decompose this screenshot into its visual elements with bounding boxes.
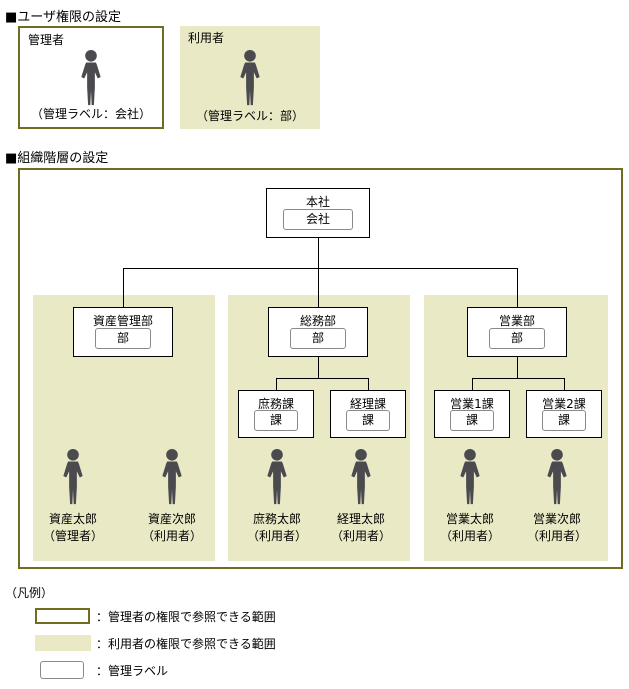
person-role: （利用者） (439, 529, 500, 543)
person-icon (240, 49, 260, 106)
person-icon (267, 448, 287, 505)
person-name: 資産太郎 (48, 512, 97, 526)
connector-line (318, 357, 319, 378)
org-node-keiri-section: 経理課 課 (330, 390, 406, 438)
user-permissions-title: ■ユーザ権限の設定 (5, 10, 122, 25)
connector-line (276, 378, 277, 390)
legend-swatch-cell (35, 661, 96, 679)
person-role: （利用者） (246, 529, 307, 543)
management-label: 部 (290, 328, 346, 349)
management-label: 部 (95, 328, 151, 349)
org-node-name: 営業部 (498, 314, 535, 328)
org-node-shomu-section: 庶務課 課 (238, 390, 314, 438)
org-node-name: 本社 (305, 195, 330, 209)
user-label: 利用者 (188, 31, 225, 45)
connector-line (472, 378, 565, 379)
org-node-head-office: 本社 会社 (266, 188, 370, 238)
connector-line (318, 268, 319, 307)
org-node-name: 営業2課 (542, 397, 586, 411)
management-label: 課 (450, 410, 494, 431)
user-caption: （管理ラベル：部） (195, 109, 304, 123)
legend-label: ：管理ラベル (96, 663, 169, 678)
person-icon (81, 49, 101, 106)
org-node-sales1-section: 営業1課 課 (434, 390, 510, 438)
legend-label: ：管理者の権限で参照できる範囲 (96, 609, 276, 624)
legend-label: ：利用者の権限で参照できる範囲 (96, 636, 276, 651)
management-label-swatch (40, 661, 84, 679)
org-node-sales-dept: 営業部 部 (467, 307, 567, 357)
person-name: 営業太郎 (445, 512, 494, 526)
management-label: 課 (346, 410, 390, 431)
legend-swatch-cell (35, 635, 96, 651)
org-hierarchy-title: ■組織階層の設定 (5, 151, 109, 166)
person-role: （利用者） (526, 529, 587, 543)
management-label: 課 (542, 410, 586, 431)
person-name: 資産次郎 (147, 512, 196, 526)
person-figure-3: 庶務太郎 （利用者） (235, 448, 319, 545)
person-name: 経理太郎 (336, 512, 385, 526)
admin-scope-swatch (35, 608, 90, 624)
legend-item-management-label: ：管理ラベル (35, 660, 168, 680)
admin-permission-box: 管理者 （管理ラベル：会社） (18, 26, 164, 129)
org-node-general-affairs-dept: 総務部 部 (268, 307, 368, 357)
person-figure-2: 資産次郎 （利用者） (130, 448, 214, 545)
person-role: （利用者） (141, 529, 202, 543)
person-name: 庶務太郎 (252, 512, 301, 526)
person-name: 営業次郎 (532, 512, 581, 526)
connector-line (564, 378, 565, 390)
person-icon (162, 448, 182, 505)
management-label: 会社 (283, 209, 353, 230)
connector-line (368, 378, 369, 390)
person-role: （利用者） (330, 529, 391, 543)
org-node-name: 資産管理部 (92, 314, 153, 328)
person-icon (547, 448, 567, 505)
user-scope-swatch (35, 635, 91, 651)
org-node-asset-management-dept: 資産管理部 部 (73, 307, 173, 357)
person-icon (460, 448, 480, 505)
management-label: 課 (254, 410, 298, 431)
org-node-sales2-section: 営業2課 課 (526, 390, 602, 438)
admin-label: 管理者 (28, 33, 65, 47)
person-figure-6: 営業次郎 （利用者） (515, 448, 599, 545)
org-node-name: 総務部 (299, 314, 336, 328)
org-node-name: 経理課 (349, 397, 386, 411)
legend-swatch-cell (35, 608, 96, 624)
legend-item-admin-scope: ：管理者の権限で参照できる範囲 (35, 606, 276, 626)
connector-line (472, 378, 473, 390)
person-figure-5: 営業太郎 （利用者） (428, 448, 512, 545)
person-icon (63, 448, 83, 505)
person-figure-4: 経理太郎 （利用者） (319, 448, 403, 545)
org-node-name: 営業1課 (450, 397, 494, 411)
connector-line (517, 268, 518, 307)
legend-item-user-scope: ：利用者の権限で参照できる範囲 (35, 633, 276, 653)
legend-title: （凡例） (5, 586, 54, 600)
connector-line (276, 378, 369, 379)
admin-caption: （管理ラベル：会社） (30, 107, 151, 121)
connector-line (318, 238, 319, 268)
org-node-name: 庶務課 (257, 397, 294, 411)
person-figure-1: 資産太郎 （管理者） (31, 448, 115, 545)
connector-line (517, 357, 518, 378)
user-permission-box: 利用者 （管理ラベル：部） (180, 26, 320, 129)
connector-line (123, 268, 518, 269)
management-label: 部 (489, 328, 545, 349)
person-role: （管理者） (42, 529, 103, 543)
connector-line (123, 268, 124, 307)
person-icon (351, 448, 371, 505)
